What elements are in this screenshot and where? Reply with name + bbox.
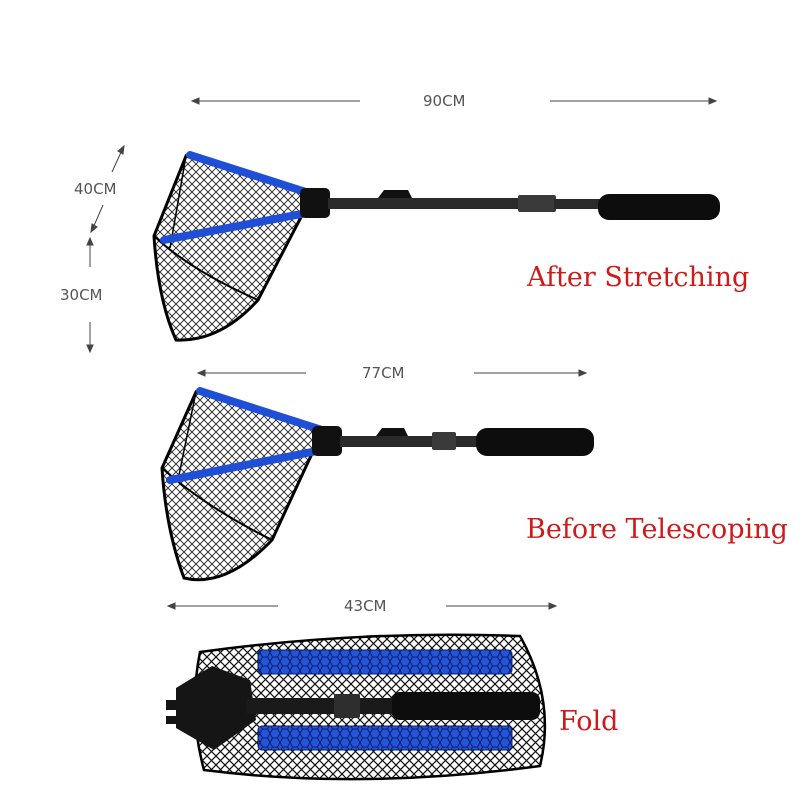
foam-handle [392,692,540,720]
frame-arm-upper [196,387,326,434]
dimension-arrow-43 [166,602,558,610]
hinge-block [176,666,256,750]
pole-collar [334,694,360,718]
pole-collar [518,195,556,212]
net-mesh [152,154,315,342]
caption-after-stretching: After Stretching [527,262,750,293]
dimension-arrow-90 [190,97,718,105]
landing-net-folded [166,633,547,781]
foam-handle [598,194,720,220]
dimension-arrow-77 [196,369,588,377]
dimension-arrow-40 [90,144,125,234]
frame-arm-lower [257,725,513,751]
dimension-label-stretched-length: 90CM [423,92,466,110]
hinge-block [312,426,342,456]
dimension-label-folded-length: 43CM [344,597,387,615]
caption-fold: Fold [559,706,619,737]
frame-arm-lower [166,446,326,484]
pole-segment [554,199,600,209]
frame-arm-upper [257,649,513,675]
telescopic-pole [340,436,482,447]
landing-net-stretched [152,151,720,342]
frame-arm-upper [186,151,316,198]
dimension-label-net-width: 40CM [74,180,117,198]
landing-net-telescoped [160,387,594,582]
pole-collar [432,432,456,450]
dimension-label-telescoped-length: 77CM [362,364,405,382]
telescopic-pole [328,198,522,209]
dimension-arrow-30 [86,236,94,354]
net-mesh [160,390,325,582]
dimension-label-net-depth: 30CM [60,286,103,304]
foam-handle [476,428,594,456]
hinge-block [300,188,330,218]
frame-arm-lower [160,208,316,244]
caption-before-telescoping: Before Telescoping [526,514,788,545]
